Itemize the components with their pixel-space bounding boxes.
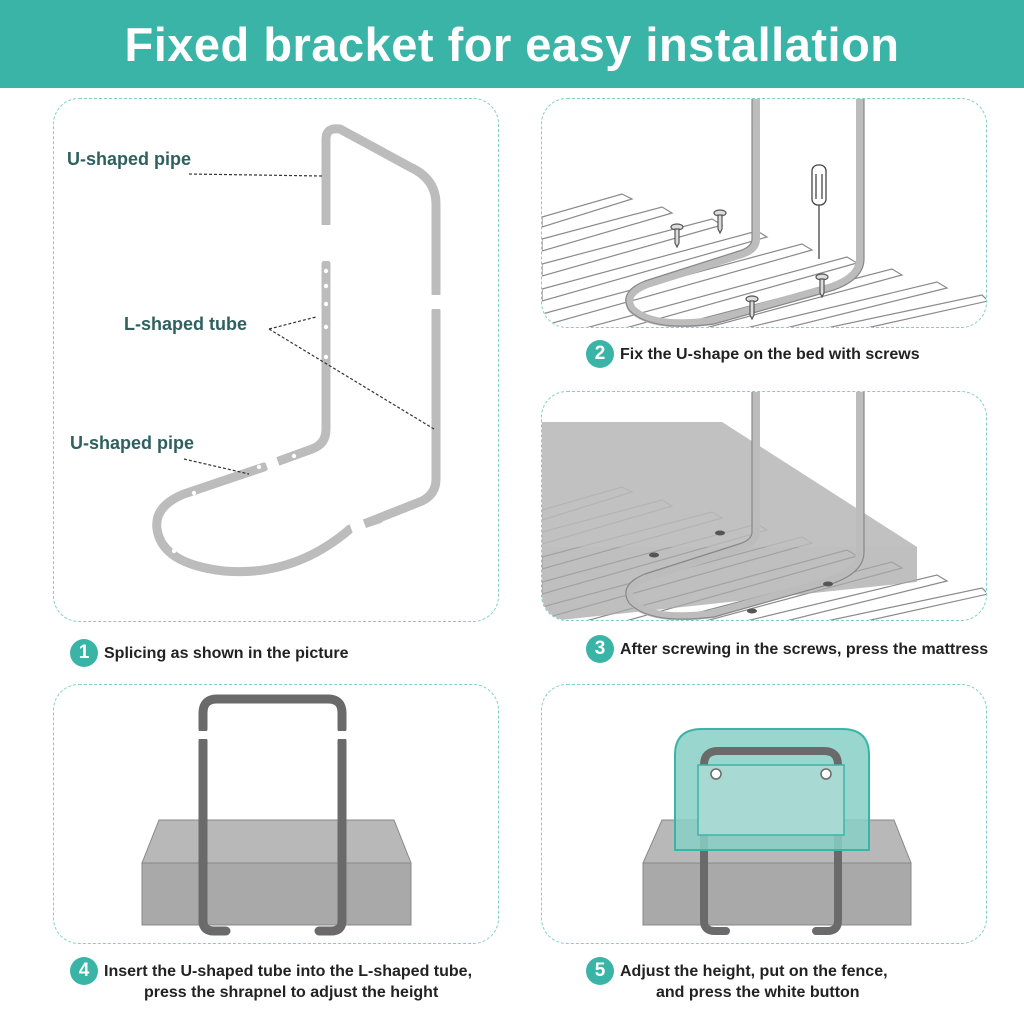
mattress-top bbox=[141, 819, 412, 864]
screw-icon bbox=[670, 209, 829, 321]
mattress-front bbox=[141, 862, 412, 926]
l-tube-outer bbox=[359, 306, 441, 529]
caption-line: and press the white button bbox=[656, 984, 860, 1001]
white-button-icon bbox=[710, 768, 722, 780]
l-tube-inner bbox=[274, 259, 331, 466]
page-title: Fixed bracket for easy installation bbox=[124, 17, 900, 71]
white-button-icon bbox=[820, 768, 832, 780]
screw-fixing-diagram bbox=[542, 99, 986, 327]
caption-step-3: 3 After screwing in the screws, press th… bbox=[586, 635, 989, 663]
caption-step-4: 4 Insert the U-shaped tube into the L-sh… bbox=[70, 957, 473, 1003]
fence-diagram bbox=[642, 728, 912, 935]
step-number-badge: 5 bbox=[586, 957, 614, 985]
label-u-pipe-bottom: U-shaped pipe bbox=[70, 433, 195, 453]
step-number-badge: 4 bbox=[70, 957, 98, 985]
panel-step-2 bbox=[541, 98, 987, 328]
step-number-badge: 3 bbox=[586, 635, 614, 663]
fence-panel bbox=[697, 764, 845, 836]
panel-step-4 bbox=[53, 684, 499, 944]
u-pipe-bottom bbox=[152, 462, 355, 577]
caption-step-2: 2 Fix the U-shape on the bed with screws bbox=[586, 340, 920, 368]
mattress-press-diagram bbox=[542, 392, 986, 620]
panel-step-5 bbox=[541, 684, 987, 944]
caption-line: press the shrapnel to adjust the height bbox=[144, 984, 439, 1001]
panel-step-3 bbox=[541, 391, 987, 621]
header-banner: Fixed bracket for easy installation bbox=[0, 0, 1024, 88]
step-number-badge: 1 bbox=[70, 639, 98, 667]
caption-step-1: 1 Splicing as shown in the picture bbox=[70, 639, 349, 667]
caption-line: Splicing as shown in the picture bbox=[104, 645, 349, 662]
mattress-front bbox=[642, 862, 912, 926]
panel-step-1: U-shaped pipe L-shaped tube U-shaped pip… bbox=[53, 98, 499, 622]
u-pipe-inner-top bbox=[321, 124, 441, 299]
insert-tube-diagram bbox=[141, 694, 412, 936]
caption-line: Insert the U-shaped tube into the L-shap… bbox=[104, 963, 473, 980]
label-l-tube: L-shaped tube bbox=[124, 314, 248, 334]
splicing-diagram bbox=[152, 124, 443, 577]
label-u-pipe-top: U-shaped pipe bbox=[67, 149, 192, 169]
caption-line: After screwing in the screws, press the … bbox=[620, 641, 989, 658]
caption-line: Fix the U-shape on the bed with screws bbox=[620, 346, 920, 363]
step-number-badge: 2 bbox=[586, 340, 614, 368]
screwdriver-icon bbox=[811, 164, 827, 259]
caption-line: Adjust the height, put on the fence, bbox=[620, 963, 888, 980]
caption-step-5: 5 Adjust the height, put on the fence, a… bbox=[586, 957, 888, 1003]
